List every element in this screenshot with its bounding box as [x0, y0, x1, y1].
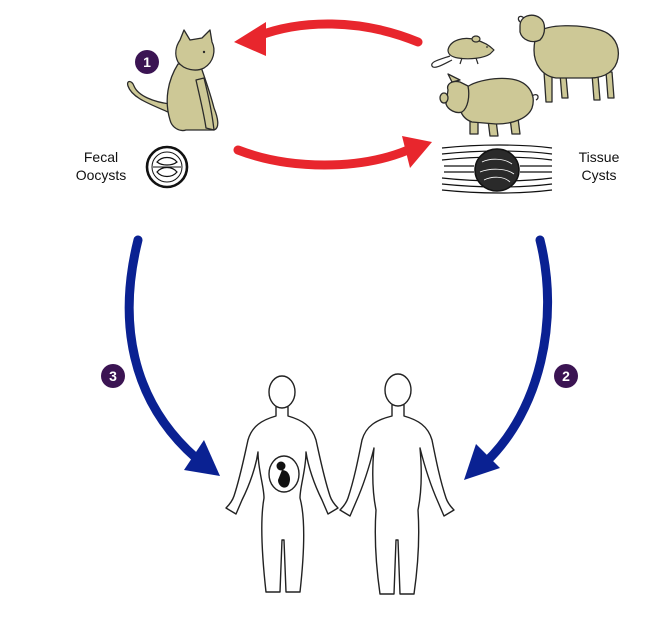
oocyst-icon: [145, 145, 189, 189]
red-arrow-bottom: [233, 136, 432, 170]
fecal-label-line2: Oocysts: [76, 167, 127, 183]
fecal-label-line1: Fecal: [84, 149, 118, 165]
red-arrow-top: [234, 19, 423, 56]
pig-icon: [439, 73, 539, 137]
fecal-oocysts-label: Fecal Oocysts: [76, 149, 127, 183]
step-2-badge: 2: [554, 364, 578, 388]
pregnant-woman-figure: [225, 375, 339, 593]
step-1-number: 1: [143, 54, 151, 70]
step-3-number: 3: [109, 368, 117, 384]
tissue-label-line1: Tissue: [579, 149, 620, 165]
tissue-cyst-icon: [441, 144, 553, 194]
tissue-label-line2: Cysts: [582, 167, 617, 183]
cat-icon: [126, 29, 219, 132]
mouse-icon: [431, 35, 495, 68]
step-1-badge: 1: [135, 50, 159, 74]
fetus-icon: [276, 461, 290, 488]
man-figure: [339, 373, 455, 595]
step-2-number: 2: [562, 368, 570, 384]
blue-arrow-left: [124, 235, 220, 476]
step-3-badge: 3: [101, 364, 125, 388]
tissue-cysts-label: Tissue Cysts: [579, 149, 620, 183]
blue-arrow-right: [464, 235, 553, 480]
sheep-icon: [517, 14, 620, 103]
